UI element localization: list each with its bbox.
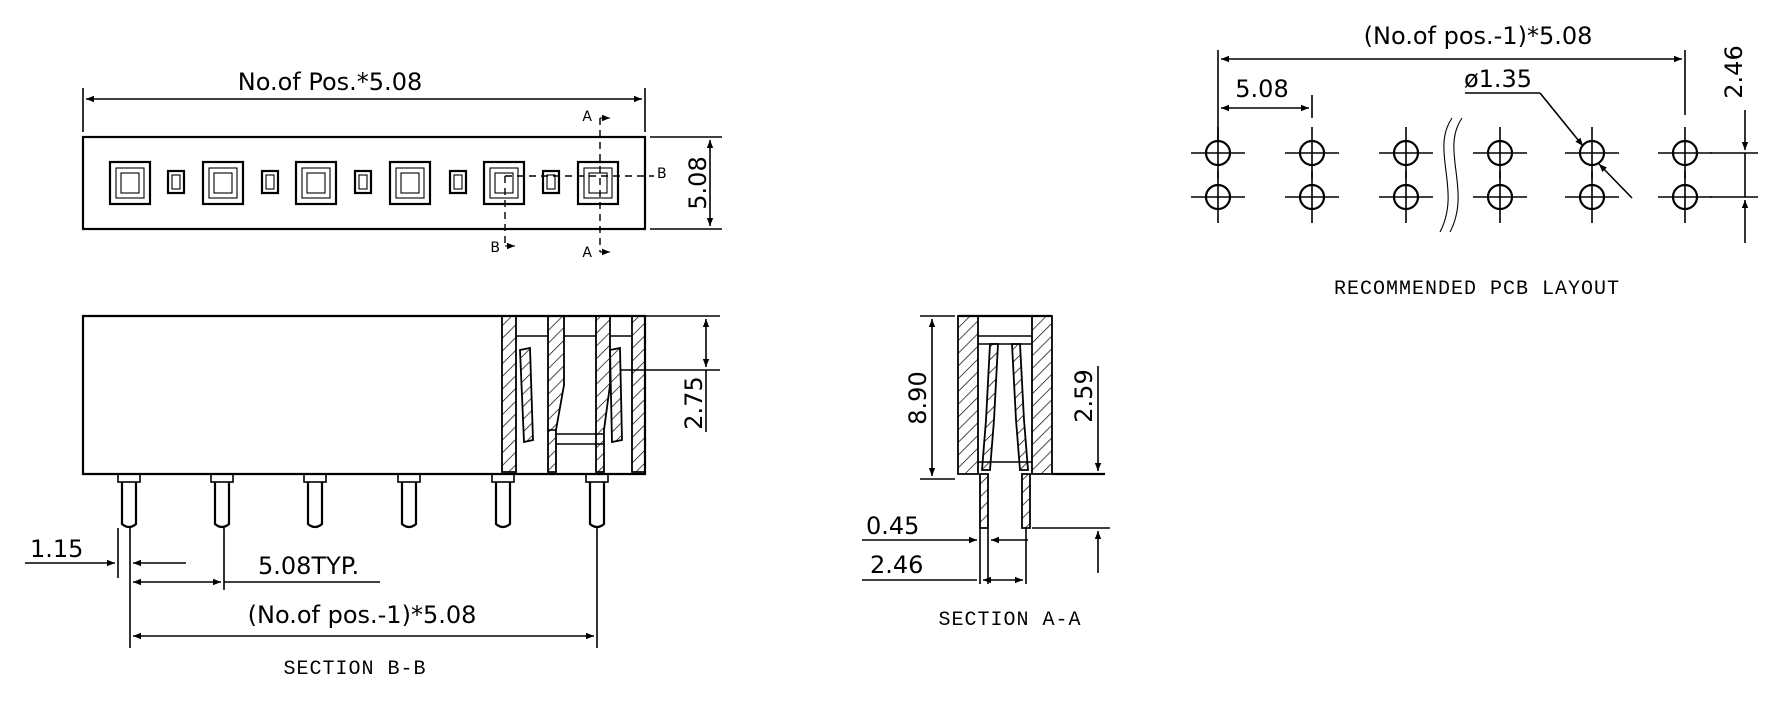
span-label: (No.of pos.-1)*5.08 [1364, 22, 1593, 50]
contact-cavity-small [166, 169, 186, 195]
contact-cavity-inner [583, 167, 613, 199]
section-bb-caption: SECTION B-B [283, 658, 426, 681]
section-hatch-left-wall [957, 315, 979, 475]
contact-spring-left [519, 346, 534, 444]
side-pins [117, 473, 609, 529]
pin-standoff [210, 473, 234, 483]
contact-cavity-inner [489, 167, 519, 199]
section-marker-b-right: B [657, 166, 667, 182]
contact-cavity-inner [265, 174, 275, 190]
pin-standoff [397, 473, 421, 483]
contact-cavity-inner [120, 172, 140, 194]
height-label: 8.90 [904, 371, 932, 424]
pin-left [979, 473, 989, 529]
contact-cavity-inner [306, 172, 326, 194]
contact-cavity-inner [494, 172, 514, 194]
pin [306, 482, 324, 529]
contact-cavity-large [482, 160, 526, 206]
contact-cavity-inner [171, 174, 181, 190]
hole-leader [1598, 163, 1633, 199]
hole-label: ø1.35 [1464, 65, 1532, 93]
section-marker-b-bottom: B [490, 240, 500, 256]
pitch-label: 5.08 [1235, 75, 1288, 103]
section-hatch-right-wall [1031, 315, 1053, 475]
contact-spring-right [609, 346, 623, 444]
top-view: No.of Pos.*5.08 5.08 A A B B [81, 68, 722, 261]
contact-cavity-large [201, 160, 245, 206]
section-aa-view: 8.90 2.59 0.45 2.46 SECTION A-A [862, 314, 1110, 632]
pin-standoff [491, 473, 515, 483]
contact-cavity-inner [546, 174, 556, 190]
pin-label: 0.45 [866, 512, 919, 540]
break-mark [1449, 117, 1463, 233]
pin-standoff [117, 473, 141, 483]
hole-leader [1539, 92, 1584, 147]
row-pitch-label: 2.46 [1720, 45, 1748, 98]
pin [494, 482, 512, 529]
span-label: (No.of pos.-1)*5.08 [248, 601, 477, 629]
pin-width-label: 1.15 [30, 535, 83, 563]
section-hatch [631, 315, 646, 473]
contact-cavity-large [576, 160, 620, 206]
contact-cavity-large [108, 160, 152, 206]
contact-cavity-inner [115, 167, 145, 199]
pin [400, 482, 418, 529]
section-hatch [501, 315, 517, 473]
contact-cavity-inner [400, 172, 420, 194]
contact-right [1011, 343, 1029, 471]
section-aa-caption: SECTION A-A [938, 609, 1081, 632]
contact-cavity-inner [208, 167, 238, 199]
contact-cavity-inner [213, 172, 233, 194]
depth-label: 2.75 [680, 376, 708, 429]
section-hatch [595, 315, 611, 473]
contact-left [981, 343, 999, 471]
pin-pitch-label: 2.46 [870, 551, 923, 579]
top-view-contacts [108, 160, 620, 206]
side-housing-outline [81, 314, 647, 476]
contact-cavity-small [541, 169, 561, 195]
pcb-layout-caption: RECOMMENDED PCB LAYOUT [1334, 278, 1620, 301]
pcb-holes [1191, 127, 1712, 223]
section-bb-view: 2.75 1.15 5.08TYP. (No.of pos.-1)*5.08 S… [25, 314, 720, 681]
contact-cavity-small [260, 169, 280, 195]
contact-cavity-inner [395, 167, 425, 199]
contact-cavity-inner [358, 174, 368, 190]
section-hatch [547, 315, 565, 473]
section-marker-a-bottom: A [582, 245, 592, 261]
contact-cavity-large [294, 160, 338, 206]
width-label: No.of Pos.*5.08 [238, 68, 422, 96]
pcb-layout-view: (No.of pos.-1)*5.08 5.08 ø1.35 2.46 RECO… [1191, 22, 1758, 301]
pin [120, 482, 138, 529]
pin-standoff [303, 473, 327, 483]
contact-cavity-small [448, 169, 468, 195]
contact-cavity-inner [453, 174, 463, 190]
height-label: 5.08 [684, 156, 712, 209]
break-mark [1439, 117, 1453, 233]
contact-cavity-small [353, 169, 373, 195]
depth-label: 2.59 [1070, 369, 1098, 422]
contact-cavity-inner [301, 167, 331, 199]
pin [213, 482, 231, 529]
section-marker-a-top: A [582, 109, 592, 125]
pin-standoff [585, 473, 609, 483]
contact-cavity-large [388, 160, 432, 206]
pin [588, 482, 606, 529]
pitch-label: 5.08TYP. [258, 552, 359, 580]
contact-cavity-inner [588, 172, 608, 194]
housing-outline [81, 135, 647, 231]
pin-right [1021, 473, 1031, 529]
